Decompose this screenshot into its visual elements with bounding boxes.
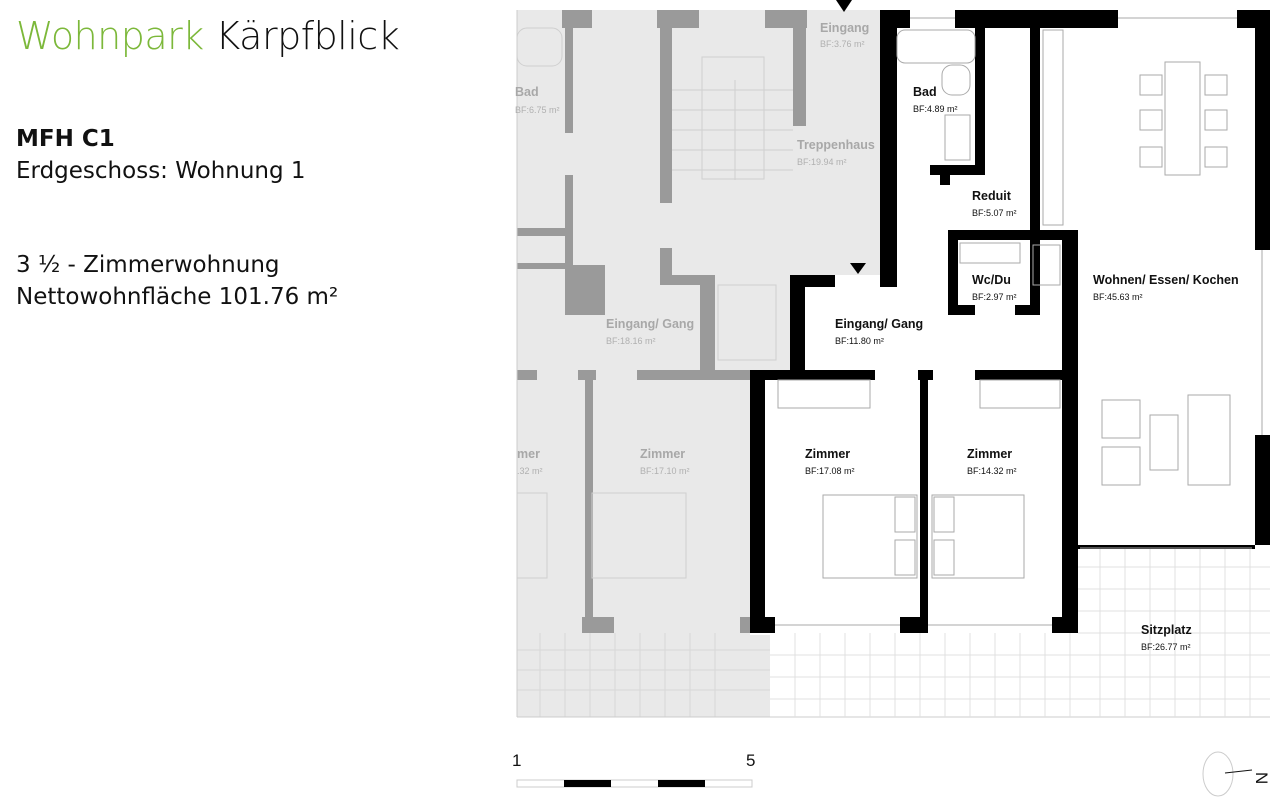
project-title: Wohnpark Kärpfblick	[16, 14, 400, 58]
room-area: BF:11.80 m²	[835, 336, 884, 346]
room-area: BF:2.97 m²	[972, 292, 1017, 302]
neighbor-apartment	[516, 10, 1270, 718]
compass-icon: N	[1202, 751, 1271, 797]
room-label: Bad	[913, 85, 937, 99]
net-area: Nettowohnfläche 101.76 m²	[16, 284, 339, 310]
room-area: BF:45.63 m²	[1093, 292, 1143, 302]
room-label: Eingang	[820, 21, 869, 35]
room-label: Bad	[515, 85, 539, 99]
scale-bar: 1 5	[512, 751, 755, 788]
terrace-paving	[770, 545, 1270, 717]
room-label: Eingang/ Gang	[606, 317, 694, 331]
room-area: .32 m²	[517, 466, 543, 476]
room-area: BF:4.89 m²	[913, 104, 958, 114]
floor-label: Erdgeschoss: Wohnung 1	[16, 158, 306, 184]
room-label: Treppenhaus	[797, 138, 875, 152]
room-label: Zimmer	[640, 447, 685, 461]
scale-start: 1	[512, 751, 521, 770]
room-area: BF:5.07 m²	[972, 208, 1017, 218]
entrance-arrow-icon	[836, 0, 852, 12]
room-area: BF:14.32 m²	[967, 466, 1017, 476]
room-area: BF:18.16 m²	[606, 336, 656, 346]
entrance-arrow-icon	[850, 263, 866, 274]
building-code: MFH C1	[16, 126, 115, 152]
room-count: 3 ½ - Zimmerwohnung	[16, 252, 280, 278]
room-label: Zimmer	[805, 447, 850, 461]
room-label: Wohnen/ Essen/ Kochen	[1093, 273, 1239, 287]
scale-end: 5	[746, 751, 755, 770]
room-area: BF:17.08 m²	[805, 466, 855, 476]
title-brand: Wohnpark	[16, 14, 204, 58]
room-label: Wc/Du	[972, 273, 1011, 287]
furniture	[775, 17, 1263, 626]
room-area: BF:26.77 m²	[1141, 642, 1191, 652]
room-label: Eingang/ Gang	[835, 317, 923, 331]
apartment-walls	[750, 10, 1270, 633]
room-area: BF:6.75 m²	[515, 105, 560, 115]
room-label: mer	[517, 447, 540, 461]
north-label: N	[1252, 772, 1271, 784]
room-label: Sitzplatz	[1141, 623, 1192, 637]
room-area: BF:17.10 m²	[640, 466, 690, 476]
room-label: Reduit	[972, 189, 1012, 203]
room-area: BF:3.76 m²	[820, 39, 865, 49]
title-name: Kärpfblick	[215, 14, 400, 58]
room-label: Zimmer	[967, 447, 1012, 461]
room-area: BF:19.94 m²	[797, 157, 847, 167]
